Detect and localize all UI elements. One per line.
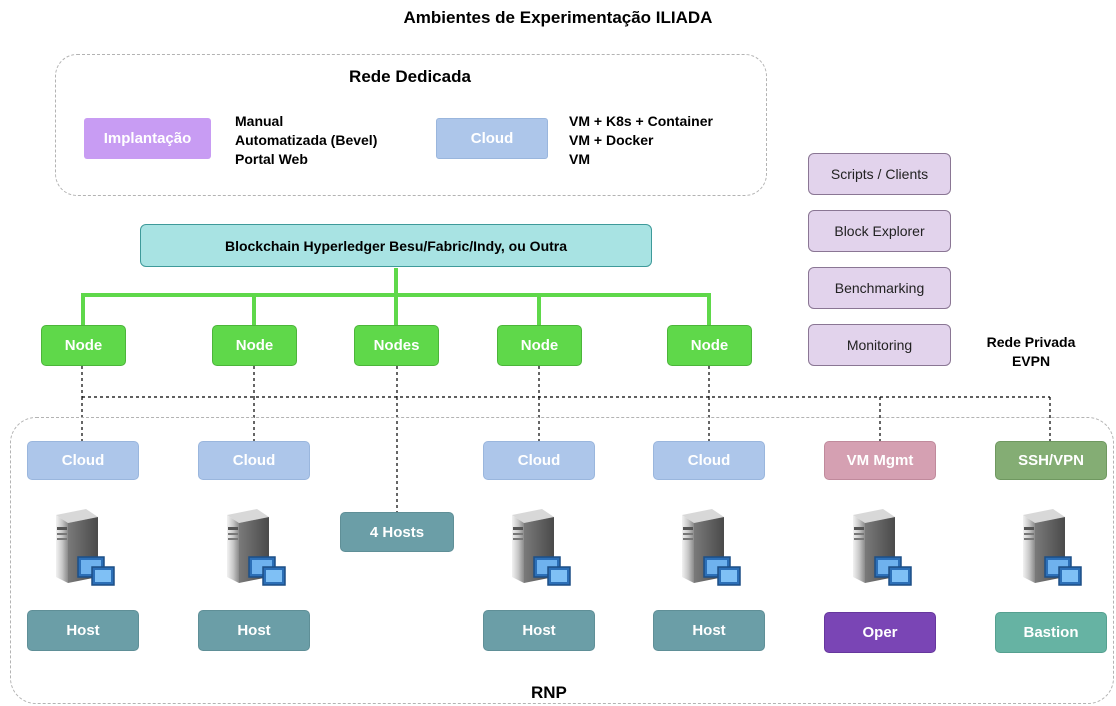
blockchain-box: Blockchain Hyperledger Besu/Fabric/Indy,… — [140, 224, 652, 267]
host-box: Host — [27, 610, 139, 651]
rnp-panel — [10, 417, 1114, 704]
node-box: Node — [497, 325, 582, 366]
server-with-monitor-icon — [682, 509, 741, 586]
rede-privada-label: Rede Privada EVPN — [975, 333, 1087, 371]
node-box: Node — [667, 325, 752, 366]
implantacao-box: Implantação — [84, 118, 211, 159]
server-with-monitor-icon — [56, 509, 115, 586]
benchmarking-box: Benchmarking — [808, 267, 951, 309]
scripts-clients-box: Scripts / Clients — [808, 153, 951, 195]
node-box: Node — [41, 325, 126, 366]
cloud-option-item: VM + Docker — [569, 132, 654, 148]
ssh-vpn-box: SSH/VPN — [995, 441, 1107, 480]
cloud-option-item: VM — [569, 151, 590, 167]
host-box: Host — [653, 610, 765, 651]
implantacao-item: Portal Web — [235, 151, 308, 167]
server-with-monitor-icon — [512, 509, 571, 586]
evpn-lines — [81, 396, 1051, 512]
cloud-options-list: VM + K8s + Container VM + Docker VM — [569, 112, 713, 169]
rnp-cloud-box: Cloud — [653, 441, 765, 480]
four-hosts-box: 4 Hosts — [340, 512, 454, 552]
server-with-monitor-icon — [853, 509, 912, 586]
rede-dedicada-panel — [55, 54, 767, 196]
implantacao-list: Manual Automatizada (Bevel) Portal Web — [235, 112, 377, 169]
rede-dedicada-heading: Rede Dedicada — [349, 67, 471, 86]
rnp-cloud-box: Cloud — [198, 441, 310, 480]
server-with-monitor-icon — [227, 509, 286, 586]
block-explorer-box: Block Explorer — [808, 210, 951, 252]
host-box: Host — [483, 610, 595, 651]
server-with-monitor-icon — [1023, 509, 1082, 586]
oper-box: Oper — [824, 612, 936, 653]
monitoring-box: Monitoring — [808, 324, 951, 366]
bastion-box: Bastion — [995, 612, 1107, 653]
evpn-line: EVPN — [1011, 353, 1051, 369]
rede-privada-line: Rede Privada — [986, 334, 1076, 350]
implantacao-item: Manual — [235, 113, 284, 129]
rnp-cloud-box: Cloud — [483, 441, 595, 480]
node-box: Node — [212, 325, 297, 366]
host-box: Host — [198, 610, 310, 651]
implantacao-item: Automatizada (Bevel) — [235, 132, 378, 148]
nodes-box: Nodes — [354, 325, 439, 366]
blockchain-tree — [81, 268, 711, 325]
diagram-title: Ambientes de Experimentação ILIADA — [403, 8, 713, 27]
cloud-option-item: VM + K8s + Container — [569, 113, 713, 129]
vm-mgmt-box: VM Mgmt — [824, 441, 936, 480]
dedicada-cloud-box: Cloud — [436, 118, 548, 159]
rnp-label: RNP — [531, 683, 567, 702]
rnp-cloud-box: Cloud — [27, 441, 139, 480]
